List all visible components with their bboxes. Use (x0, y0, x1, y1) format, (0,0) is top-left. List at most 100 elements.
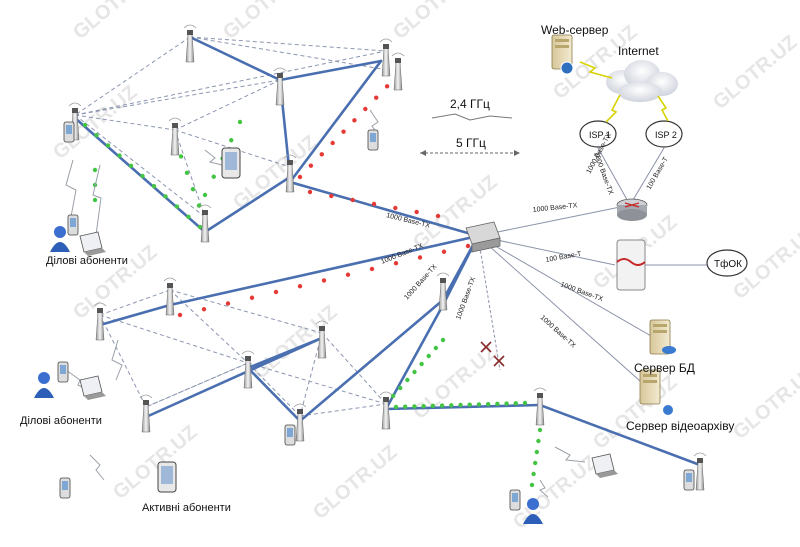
band-24-label: 2,4 ГГц (450, 97, 490, 111)
band24-dot (273, 289, 279, 295)
tower-icon (293, 403, 307, 442)
devices (34, 34, 695, 524)
server-link (477, 204, 631, 237)
band24-dot (350, 197, 355, 203)
band24-dot (363, 106, 368, 112)
band5-dot (398, 385, 403, 391)
isp1-cloud (579, 120, 617, 148)
tower-icon (93, 302, 107, 341)
band5-dot (140, 173, 145, 179)
laptop-icon (79, 231, 106, 256)
phone-icon (59, 477, 71, 499)
band24-dot (352, 118, 357, 123)
band24-dot (374, 95, 379, 100)
band5-dot (529, 482, 535, 488)
band5-dot (426, 353, 431, 359)
mesh-link (299, 332, 323, 417)
server-link (597, 147, 631, 206)
link-label-5: 1000 Base-TX (532, 202, 578, 214)
mesh-link (189, 36, 387, 52)
watermark-layer: GLOTR.UZ GLOTR.UZ GLOTR.UZ GLOTR.UZ GLOTR.UZ… (49, 0, 800, 534)
broken-link-marks (480, 341, 505, 367)
mesh-link (169, 289, 249, 364)
band5-dot (485, 401, 491, 407)
tfop-label: ТфОК (714, 258, 742, 270)
band5-dot (92, 197, 98, 203)
band5-dot (458, 402, 463, 408)
tower-icon (391, 52, 405, 91)
server-links (477, 147, 707, 391)
watermark-text: GLOTR.UZ (219, 0, 311, 44)
band24-dot (384, 84, 390, 89)
mesh-link (169, 289, 323, 334)
band5-dot (537, 427, 543, 433)
phone-icon (509, 489, 521, 511)
band5-dot (174, 204, 180, 209)
tower-icon (315, 320, 329, 359)
backbone-top-2 (278, 59, 383, 82)
video-server-icon (639, 369, 661, 405)
business-subscribers-top-text: Ділові абоненти (46, 255, 128, 267)
band24-dot (297, 284, 303, 289)
backbone-top-1 (73, 35, 292, 234)
band5-dot (412, 369, 417, 375)
band5-dot (237, 119, 243, 125)
band24-dot (341, 129, 346, 134)
band5-dot (163, 194, 168, 199)
router-icon (616, 198, 648, 221)
band5-dot (82, 122, 88, 128)
band5-dot (105, 143, 111, 148)
server-link (477, 235, 659, 341)
band24-dot (307, 189, 313, 195)
band5-dot (403, 404, 408, 409)
mesh-link (299, 403, 387, 417)
band24-dot (177, 312, 183, 318)
band5-dot (440, 337, 446, 343)
laptop-icon (591, 453, 618, 478)
database-icon (662, 346, 676, 354)
tfop-cloud (706, 249, 748, 277)
db-server-label: Сервер БД (634, 361, 695, 375)
watermark-text: GLOTR.UZ (709, 31, 800, 114)
watermark-text: GLOTR.UZ (249, 301, 341, 384)
band5-dot (467, 402, 472, 407)
mesh-link (74, 36, 191, 116)
band-5-label: 5 ГГц (456, 136, 486, 150)
internet-label: Internet (618, 44, 659, 58)
band24-dot (417, 255, 423, 260)
phone-icon (284, 424, 296, 446)
server-link (629, 147, 665, 206)
video-server-label: Сервер відеоархіву (626, 419, 734, 433)
tower-icon (139, 394, 153, 433)
mesh-link (99, 314, 249, 364)
watermark-text: GLOTR.UZ (729, 361, 800, 444)
internet-cloud (606, 60, 678, 102)
phone-icon (63, 121, 75, 143)
band24-dot (329, 193, 334, 199)
band5-dot (94, 133, 99, 138)
band5-dot (536, 438, 541, 444)
band24-dot (371, 201, 377, 207)
user-icon (523, 498, 543, 524)
camera-icon (663, 405, 673, 415)
watermark-text: GLOTR.UZ (389, 0, 481, 44)
band5-dot (128, 163, 134, 168)
band5-dot (439, 403, 445, 408)
band-legend (420, 113, 520, 156)
phone-icon (57, 361, 69, 383)
mesh-link (99, 289, 171, 316)
globe-icon (560, 61, 574, 75)
tower-icon (183, 24, 197, 63)
band5-dot (476, 402, 482, 407)
mesh-link (145, 362, 249, 408)
tower-icon (379, 38, 393, 77)
watermark-text: GLOTR.UZ (69, 0, 161, 44)
band24-dot (225, 301, 231, 306)
internet-links (579, 61, 669, 123)
tower-icon (436, 272, 450, 311)
band24-dot (249, 295, 255, 300)
user-icon (34, 372, 54, 398)
mesh-link (189, 36, 389, 71)
band24-dot (369, 266, 375, 272)
